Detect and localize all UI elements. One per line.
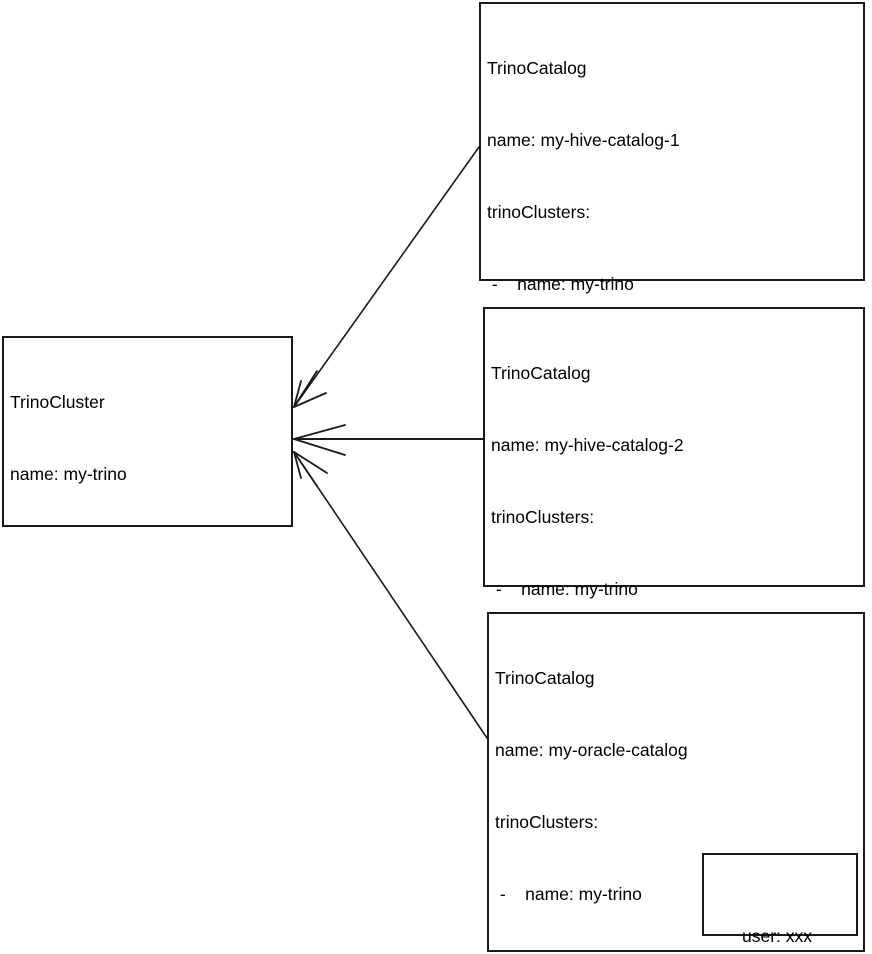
secret-line: user: xxx xyxy=(741,926,813,946)
trino-cluster-node[interactable]: TrinoCluster name: my-trino xyxy=(2,336,293,527)
yaml-line: name: my-oracle-catalog xyxy=(495,740,688,760)
edge-catalog3-to-cluster xyxy=(293,451,488,739)
yaml-line: TrinoCluster xyxy=(10,392,105,412)
yaml-line: trinoClusters: xyxy=(491,507,595,527)
edge-catalog2-to-cluster xyxy=(292,424,485,456)
edge-catalog1-to-cluster xyxy=(293,146,480,408)
yaml-line: TrinoCatalog xyxy=(487,58,587,78)
trino-catalog-node-text: TrinoCatalog name: my-oracle-catalog tri… xyxy=(495,618,859,954)
oracle-credentials-secret-box[interactable]: user: xxx password: xxx xyxy=(702,853,858,946)
yaml-line: name: my-trino xyxy=(10,464,127,484)
yaml-line: trinoClusters: xyxy=(487,202,591,222)
yaml-line: name: my-hive-catalog-1 xyxy=(487,130,680,150)
yaml-line: name: my-hive-catalog-2 xyxy=(491,435,684,455)
trino-cluster-node-text: TrinoCluster name: my-trino xyxy=(10,342,287,534)
trino-catalog-node-hive-catalog-2[interactable]: TrinoCatalog name: my-hive-catalog-2 tri… xyxy=(483,307,865,887)
yaml-line: trinoClusters: xyxy=(495,812,599,832)
yaml-line: TrinoCatalog xyxy=(495,668,595,688)
yaml-line: - name: my-trino xyxy=(487,274,634,294)
yaml-line: - name: my-trino xyxy=(495,884,642,904)
yaml-line: TrinoCatalog xyxy=(491,363,591,383)
yaml-line: - name: my-trino xyxy=(491,579,638,599)
oracle-credentials-secret-text: user: xxx password: xxx xyxy=(704,869,850,954)
trino-catalog-node-hive-catalog-1[interactable]: TrinoCatalog name: my-hive-catalog-1 tri… xyxy=(479,2,865,654)
